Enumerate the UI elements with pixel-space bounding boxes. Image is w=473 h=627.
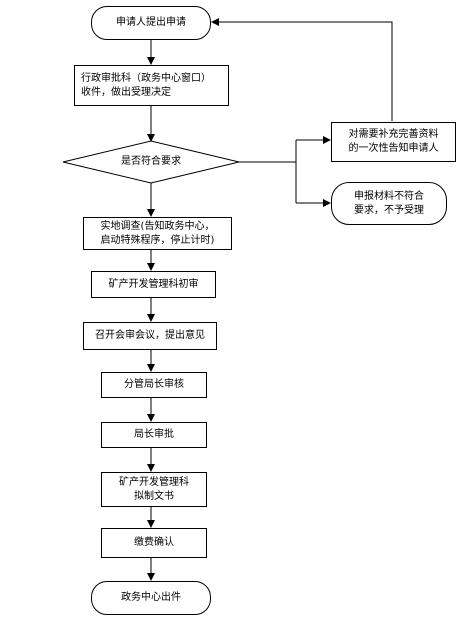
node-decision: 是否符合要求 [121,156,181,167]
node-prelim: 矿产开发管理科初审 [91,271,216,298]
decision-diamond [62,140,240,184]
node-receive: 行政审批科（政务中心窗口） 收件，做出受理决定 [74,65,229,106]
node-notify: 对需要补充完善资料 的一次性告知申请人 [331,122,456,162]
node-meeting: 召开会审会议，提出意见 [83,322,217,350]
node-director: 局长审批 [101,422,207,448]
node-survey: 实地调查(告知政务中心， 启动特殊程序，停止计时) [83,217,232,250]
node-deputy: 分管局长审核 [101,372,207,398]
node-draft: 矿产开发管理科 拟制文书 [101,472,207,507]
node-issue: 政务中心出件 [91,581,211,615]
edge-notify-start [211,18,393,121]
node-fee: 缴费确认 [101,528,207,558]
node-start: 申请人提出申请 [91,6,211,40]
node-reject: 申报材料不符合 要求，不予受理 [331,182,447,225]
